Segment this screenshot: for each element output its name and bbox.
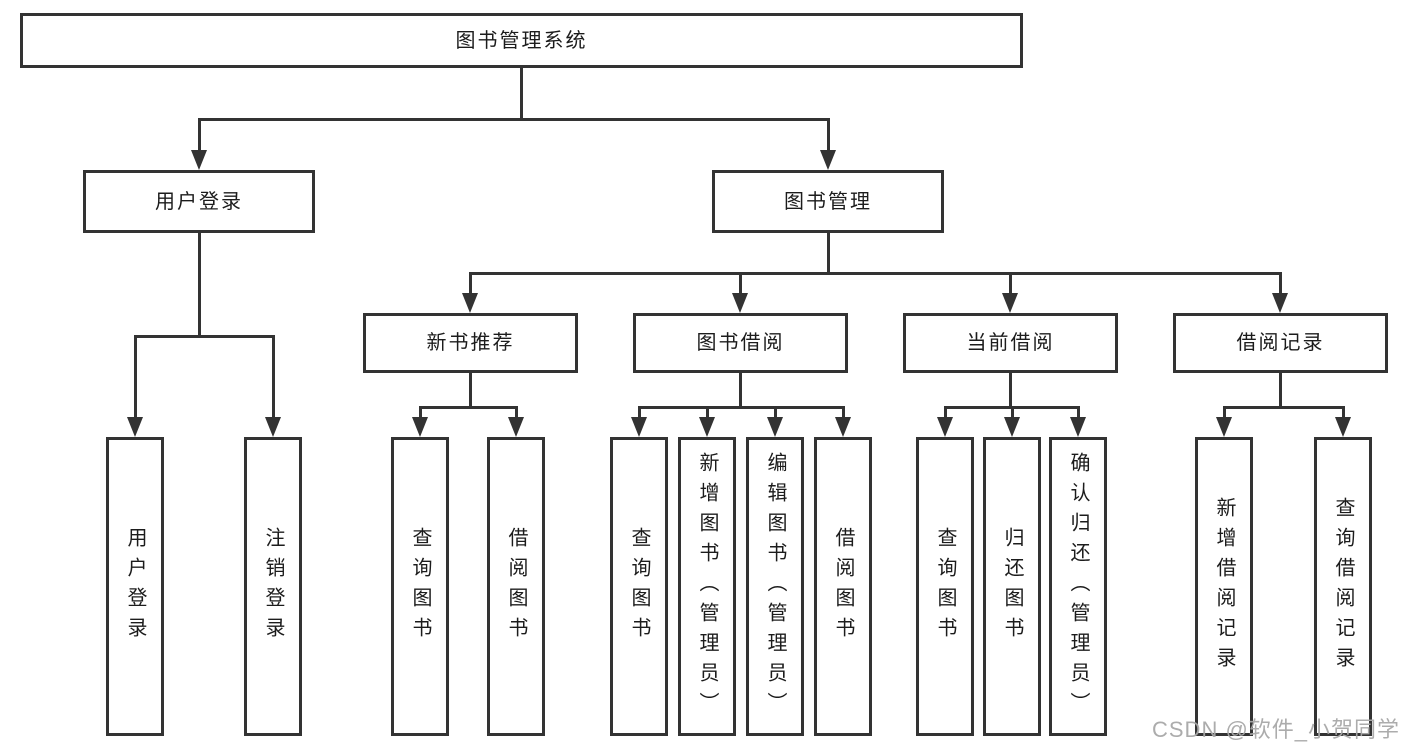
connector-line [419, 406, 518, 409]
leaf-borrow-books-recommend: 借阅图书 [487, 437, 545, 736]
connector-line [469, 272, 1282, 275]
connector-line [827, 233, 830, 275]
leaf-query-books-current: 查询图书 [916, 437, 974, 736]
arrow-down-icon [937, 417, 953, 437]
leaf-user-login: 用户登录 [106, 437, 164, 736]
leaf-edit-book-admin: 编辑图书（管理员） [746, 437, 804, 736]
arrow-down-icon [127, 417, 143, 437]
connector-line [469, 272, 472, 295]
arrow-down-icon [767, 417, 783, 437]
arrow-down-icon [835, 417, 851, 437]
node-root: 图书管理系统 [20, 13, 1023, 68]
node-current-borrowing: 当前借阅 [903, 313, 1118, 373]
leaf-query-books-recommend: 查询图书 [391, 437, 449, 736]
connector-line [469, 373, 472, 409]
arrow-down-icon [1335, 417, 1351, 437]
leaf-borrow-books-borrowing: 借阅图书 [814, 437, 872, 736]
connector-line [638, 406, 845, 409]
watermark: CSDN @软件_小贺同学 [1152, 717, 1401, 742]
connector-line [198, 233, 201, 338]
connector-line [1011, 406, 1014, 419]
arrow-down-icon [820, 150, 836, 170]
connector-line [739, 272, 742, 295]
arrow-down-icon [508, 417, 524, 437]
connector-line [198, 118, 830, 121]
connector-line [842, 406, 845, 419]
leaf-logout: 注销登录 [244, 437, 302, 736]
leaf-query-books-borrowing: 查询图书 [610, 437, 668, 736]
connector-line [419, 406, 422, 419]
arrow-down-icon [265, 417, 281, 437]
connector-line [134, 335, 137, 419]
connector-line [198, 118, 201, 152]
leaf-add-borrow-record: 新增借阅记录 [1195, 437, 1253, 736]
arrow-down-icon [1216, 417, 1232, 437]
connector-line [1279, 373, 1282, 409]
arrow-down-icon [631, 417, 647, 437]
connector-line [944, 406, 947, 419]
node-new-book-recommend: 新书推荐 [363, 313, 578, 373]
arrow-down-icon [1070, 417, 1086, 437]
node-book-borrowing: 图书借阅 [633, 313, 848, 373]
connector-line [1342, 406, 1345, 419]
connector-line [1009, 272, 1012, 295]
arrow-down-icon [699, 417, 715, 437]
leaf-query-borrow-record: 查询借阅记录 [1314, 437, 1372, 736]
leaf-add-book-admin: 新增图书（管理员） [678, 437, 736, 736]
leaf-confirm-return-admin: 确认归还（管理员） [1049, 437, 1107, 736]
connector-line [1279, 272, 1282, 295]
arrow-down-icon [732, 293, 748, 313]
arrow-down-icon [191, 150, 207, 170]
connector-line [272, 335, 275, 419]
arrow-down-icon [462, 293, 478, 313]
connector-line [520, 68, 523, 121]
leaf-return-books: 归还图书 [983, 437, 1041, 736]
arrow-down-icon [1004, 417, 1020, 437]
connector-line [1223, 406, 1226, 419]
arrow-down-icon [1272, 293, 1288, 313]
node-user-login: 用户登录 [83, 170, 315, 233]
arrow-down-icon [412, 417, 428, 437]
connector-line [1077, 406, 1080, 419]
arrow-down-icon [1002, 293, 1018, 313]
node-book-management: 图书管理 [712, 170, 944, 233]
connector-line [706, 406, 709, 419]
connector-line [739, 373, 742, 409]
connector-line [1009, 373, 1012, 409]
connector-line [1223, 406, 1345, 409]
connector-line [134, 335, 275, 338]
connector-line [827, 118, 830, 152]
node-borrowing-records: 借阅记录 [1173, 313, 1388, 373]
connector-line [774, 406, 777, 419]
connector-line [638, 406, 641, 419]
connector-line [515, 406, 518, 419]
